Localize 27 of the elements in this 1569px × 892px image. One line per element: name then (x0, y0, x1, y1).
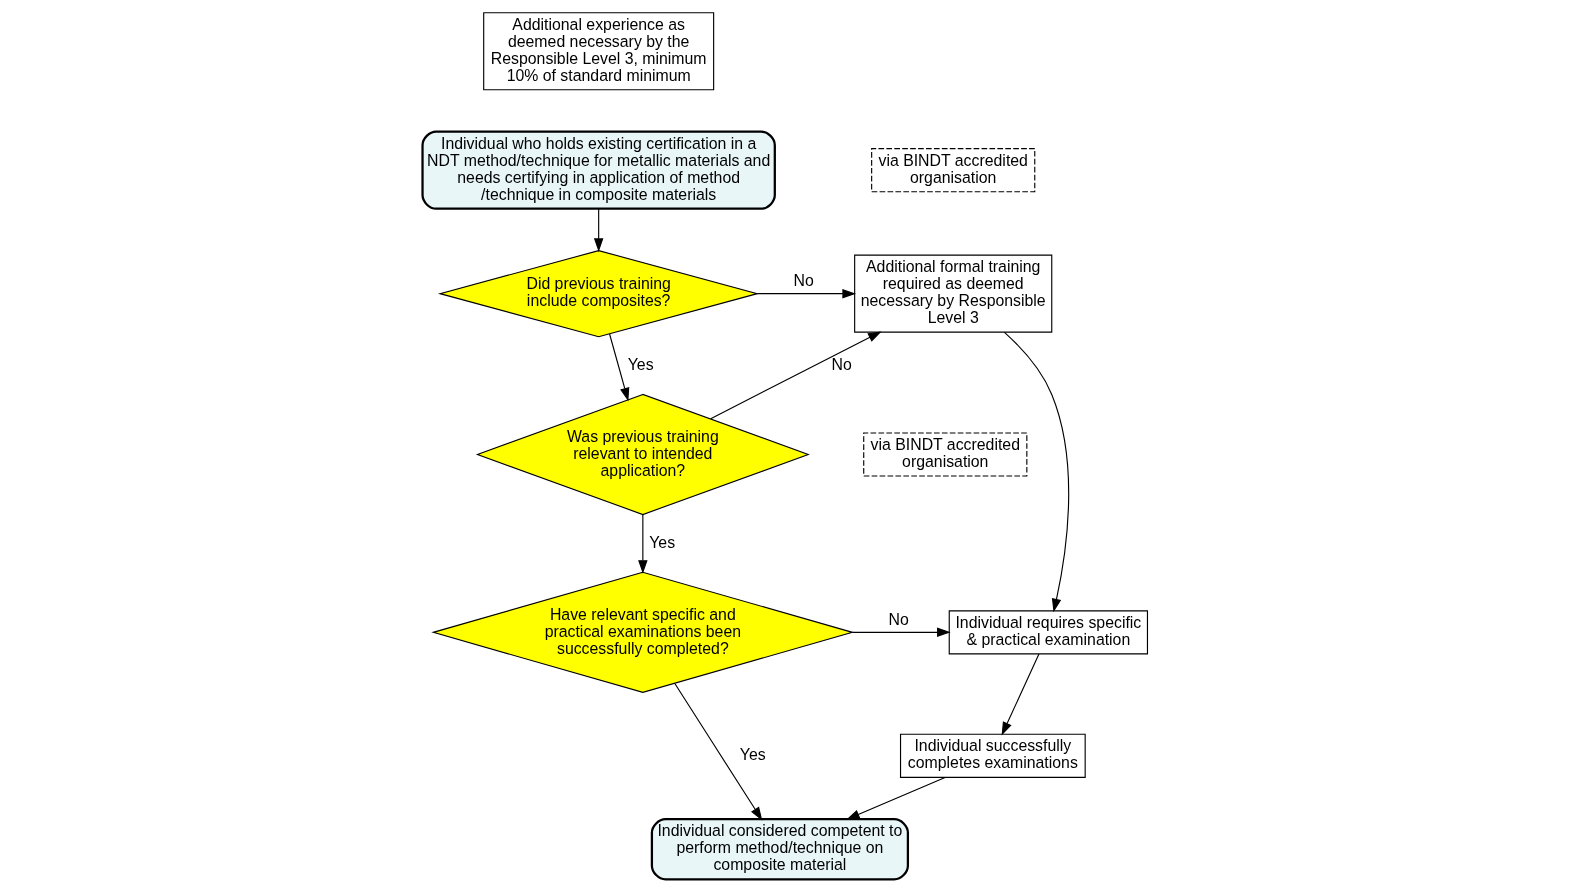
arrow (845, 776, 946, 820)
edge-label: No (831, 355, 852, 373)
node-diamond: Have relevant specific and practical examinations been successfully completed? (430, 571, 854, 693)
edge-label: Yes (739, 745, 766, 763)
edge-label: No (793, 271, 814, 289)
node-box: Individual who holds existing certification in a NDT method/technique for metallic materials and needs certifying in application of method /technique in composite materials (420, 130, 776, 210)
arrow (593, 208, 603, 252)
arrow (673, 683, 762, 821)
node-box: Additional formal training required as deemed necessary by Responsible Level 3 (853, 254, 1052, 333)
node-box: Individual successfully completes examinations (899, 733, 1086, 778)
node-box: Additional experience as deemed necessary by the Responsible Level 3, minimum 10% of standard minimum (482, 12, 714, 91)
edge-label: Yes (627, 355, 654, 373)
arrow (851, 627, 951, 638)
edge-label: Yes (648, 533, 675, 551)
arrow (1001, 653, 1039, 736)
node-diamond: Was previous training relevant to intended application? (475, 393, 810, 516)
arrow (637, 514, 648, 574)
node-box: via BINDT accredited organisation (862, 432, 1027, 477)
edge-label: No (887, 610, 909, 628)
arrow (608, 333, 629, 402)
node-box: Individual considered competent to perform method/technique on composite material (650, 818, 909, 881)
node-diamond: Did previous training include composites? (437, 250, 759, 338)
node-box: via BINDT accredited organisation (870, 148, 1035, 193)
node-box: Individual requires specific & practical examination (948, 610, 1148, 655)
arrow (1003, 331, 1069, 613)
arrow (709, 331, 882, 420)
arrow (756, 288, 856, 299)
